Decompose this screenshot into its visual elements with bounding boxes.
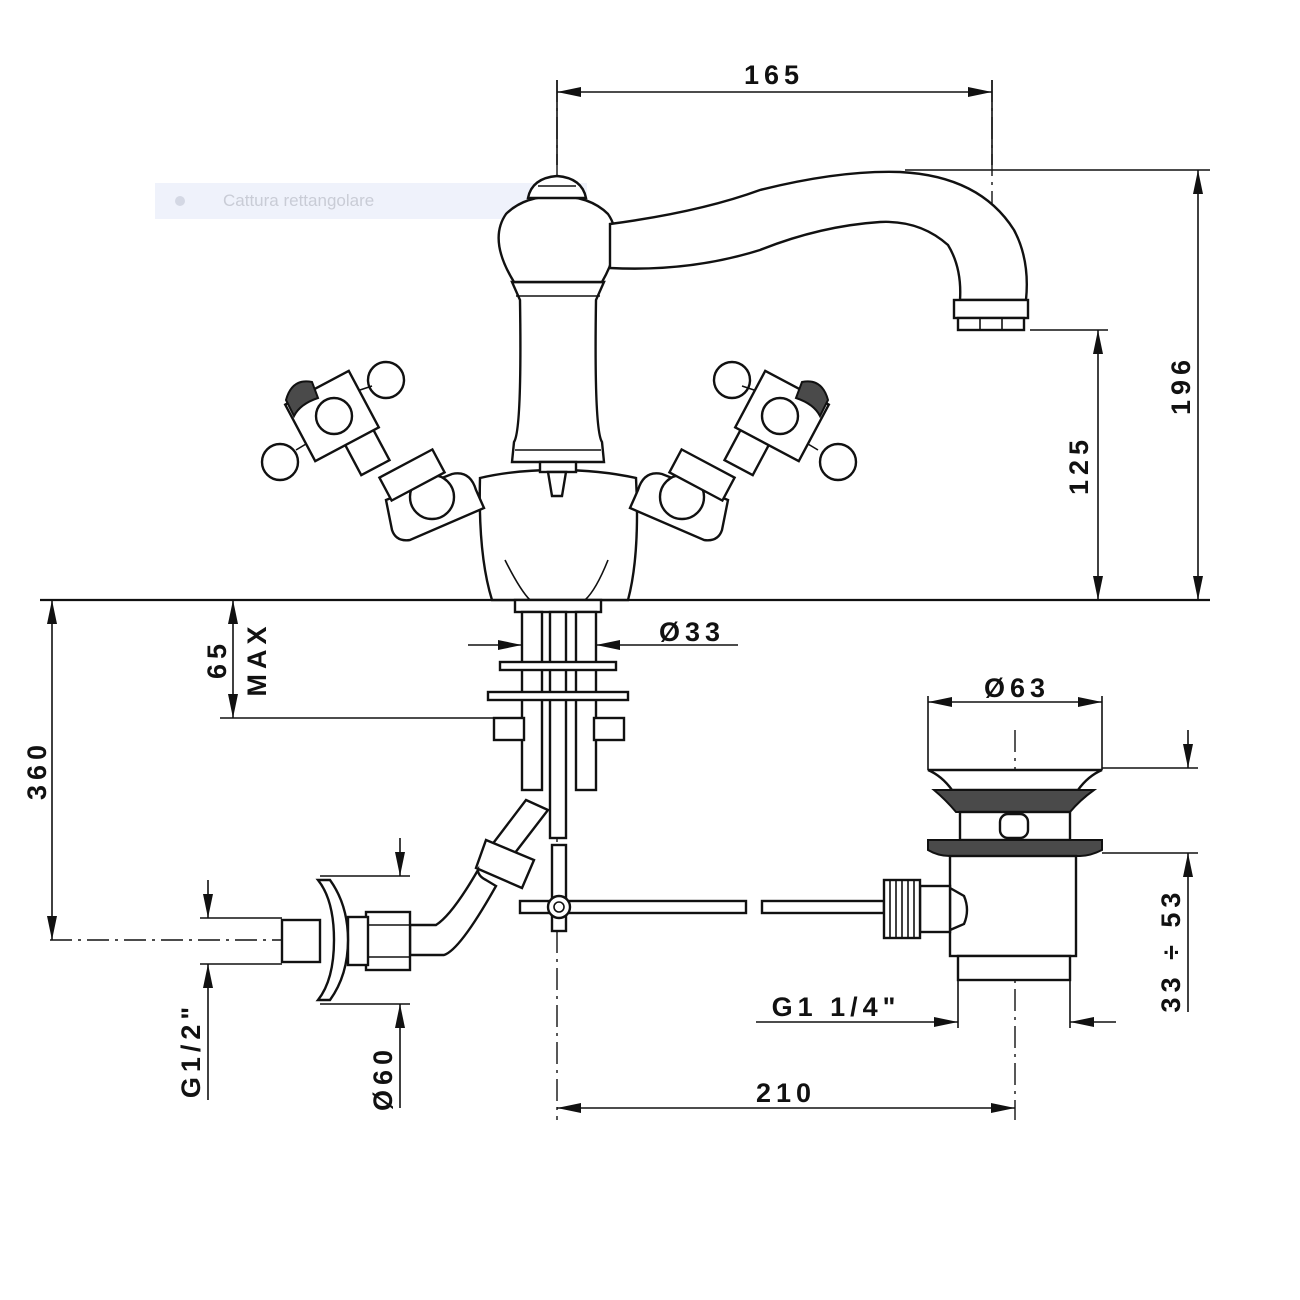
max-deck-thickness-value: 65: [202, 639, 232, 679]
waste-adjustment-label: 33 ÷ 53: [1156, 888, 1186, 1013]
dimension-rosette-diameter: Ø60: [320, 838, 410, 1111]
waste-distance-label: 210: [756, 1078, 816, 1108]
dimension-max-deck-thickness: 65 MAX: [202, 600, 500, 719]
dimension-waste-head-diameter: Ø63: [927, 673, 1103, 770]
dimension-waste-adjustment: 33 ÷ 53: [1102, 730, 1198, 1012]
dimension-shank-diameter: Ø33: [468, 617, 738, 650]
right-cross-handle: [628, 360, 858, 542]
under-deck-fixing: [486, 598, 886, 933]
total-height-label: 196: [1166, 355, 1196, 415]
waste-thread-label: G1 1/4": [772, 992, 901, 1022]
dimension-spout-height: 125: [1030, 329, 1108, 600]
supply-thread-label: G1/2": [176, 1002, 206, 1098]
waste-head-diameter-label: Ø63: [984, 673, 1050, 703]
capture-tooltip: Cattura rettangolare: [155, 183, 587, 219]
max-deck-thickness-label: MAX: [242, 622, 272, 697]
tooltip-dot-icon: [175, 196, 185, 206]
spout-height-label: 125: [1064, 435, 1094, 495]
supply-hose: [280, 798, 550, 1002]
spout-reach-label: 165: [744, 60, 804, 90]
shank-diameter-label: Ø33: [659, 617, 725, 647]
rosette-diameter-label: Ø60: [368, 1045, 398, 1111]
dimension-waste-distance: 210: [557, 1078, 1015, 1113]
dimension-waste-thread: G1 1/4": [756, 980, 1116, 1028]
dimension-spout-reach: 165: [556, 60, 993, 165]
dimension-below-deck-depth: 360: [22, 600, 57, 940]
dimension-supply-thread: G1/2": [176, 880, 282, 1100]
tooltip-label: Cattura rettangolare: [223, 191, 375, 210]
pop-up-waste: [882, 768, 1103, 982]
tap-body: [478, 170, 1030, 602]
dimension-total-height: 196: [905, 169, 1210, 600]
below-deck-depth-label: 360: [22, 740, 52, 800]
left-cross-handle: [260, 360, 486, 542]
